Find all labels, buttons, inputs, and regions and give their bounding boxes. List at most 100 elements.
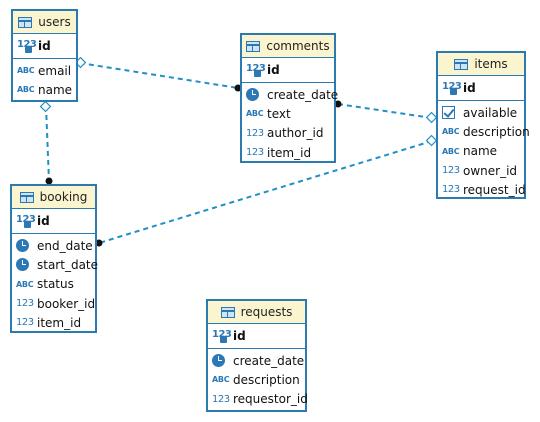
column-row[interactable]: create_date	[208, 351, 305, 370]
link-end-dot	[334, 100, 342, 108]
table-header[interactable]: items	[438, 53, 524, 76]
key-number-icon: 123	[442, 81, 462, 95]
column-name: item_id	[37, 315, 82, 330]
column-row[interactable]: end_date	[12, 236, 95, 255]
datetime-type-icon	[246, 88, 259, 102]
column-name: text	[267, 106, 291, 121]
number-type-icon: 123	[16, 317, 34, 329]
table-name: comments	[266, 39, 330, 53]
column-name: id	[38, 39, 51, 53]
link-users-booking[interactable]	[39, 100, 53, 185]
link-end-optional-diamond	[425, 134, 438, 147]
table-icon	[246, 40, 261, 52]
column-row[interactable]: start_date	[12, 255, 99, 274]
table-icon	[220, 306, 235, 318]
table-icon	[19, 191, 34, 203]
boolean-type-icon	[442, 106, 455, 120]
key-number-icon: 123	[16, 214, 36, 228]
column-name: id	[37, 214, 50, 228]
table-icon	[454, 58, 469, 70]
column-name: item_id	[267, 145, 312, 160]
column-name: available	[463, 105, 518, 120]
column-name: id	[233, 329, 246, 343]
text-type-icon: ABC	[17, 85, 35, 95]
column-name: name	[463, 144, 498, 159]
number-type-icon: 123	[212, 393, 230, 405]
table-header[interactable]: booking	[12, 186, 95, 209]
link-end-optional-diamond	[74, 56, 87, 69]
column-name: request_id	[463, 182, 526, 197]
text-type-icon: ABC	[16, 279, 34, 289]
table-name: requests	[240, 305, 293, 319]
link-items-booking[interactable]	[95, 134, 438, 247]
table-name: users	[38, 15, 71, 29]
link-end-dot	[45, 177, 53, 185]
column-name: description	[233, 372, 300, 387]
table-header[interactable]: requests	[208, 301, 305, 324]
column-row[interactable]: available	[438, 103, 524, 122]
table-header[interactable]: users	[13, 11, 76, 34]
column-name: owner_id	[463, 163, 518, 178]
column-name: booker_id	[37, 296, 96, 311]
link-end-dot	[234, 84, 242, 92]
text-type-icon: ABC	[246, 109, 264, 119]
column-name: author_id	[267, 126, 324, 141]
column-row[interactable]: create_date	[242, 85, 338, 104]
link-end-dot	[95, 239, 103, 247]
text-type-icon: ABC	[442, 127, 460, 137]
key-number-icon: 123	[17, 39, 37, 53]
text-type-icon: ABC	[17, 66, 35, 76]
table-icon	[18, 16, 33, 28]
link-users-comments[interactable]	[74, 56, 242, 92]
number-type-icon: 123	[442, 165, 460, 177]
link-comments-items[interactable]	[334, 100, 438, 124]
column-name: email	[38, 63, 72, 78]
column-name: end_date	[37, 238, 93, 253]
text-type-icon: ABC	[442, 146, 460, 156]
column-name: id	[267, 63, 280, 77]
column-name: requestor_id	[233, 392, 308, 407]
column-name: create_date	[267, 87, 339, 102]
column-name: description	[463, 124, 530, 139]
number-type-icon: 123	[246, 147, 264, 159]
datetime-type-icon	[212, 354, 225, 368]
table-name: booking	[39, 190, 88, 204]
datetime-type-icon	[16, 239, 29, 253]
column-name: create_date	[233, 353, 305, 368]
link-end-optional-diamond	[39, 100, 52, 113]
number-type-icon: 123	[16, 298, 34, 310]
datetime-type-icon	[16, 258, 29, 272]
table-header[interactable]: comments	[242, 35, 334, 58]
link-end-optional-diamond	[425, 111, 438, 124]
column-name: id	[463, 81, 476, 95]
column-name: start_date	[37, 257, 99, 272]
number-type-icon: 123	[246, 127, 264, 139]
key-number-icon: 123	[246, 63, 266, 77]
